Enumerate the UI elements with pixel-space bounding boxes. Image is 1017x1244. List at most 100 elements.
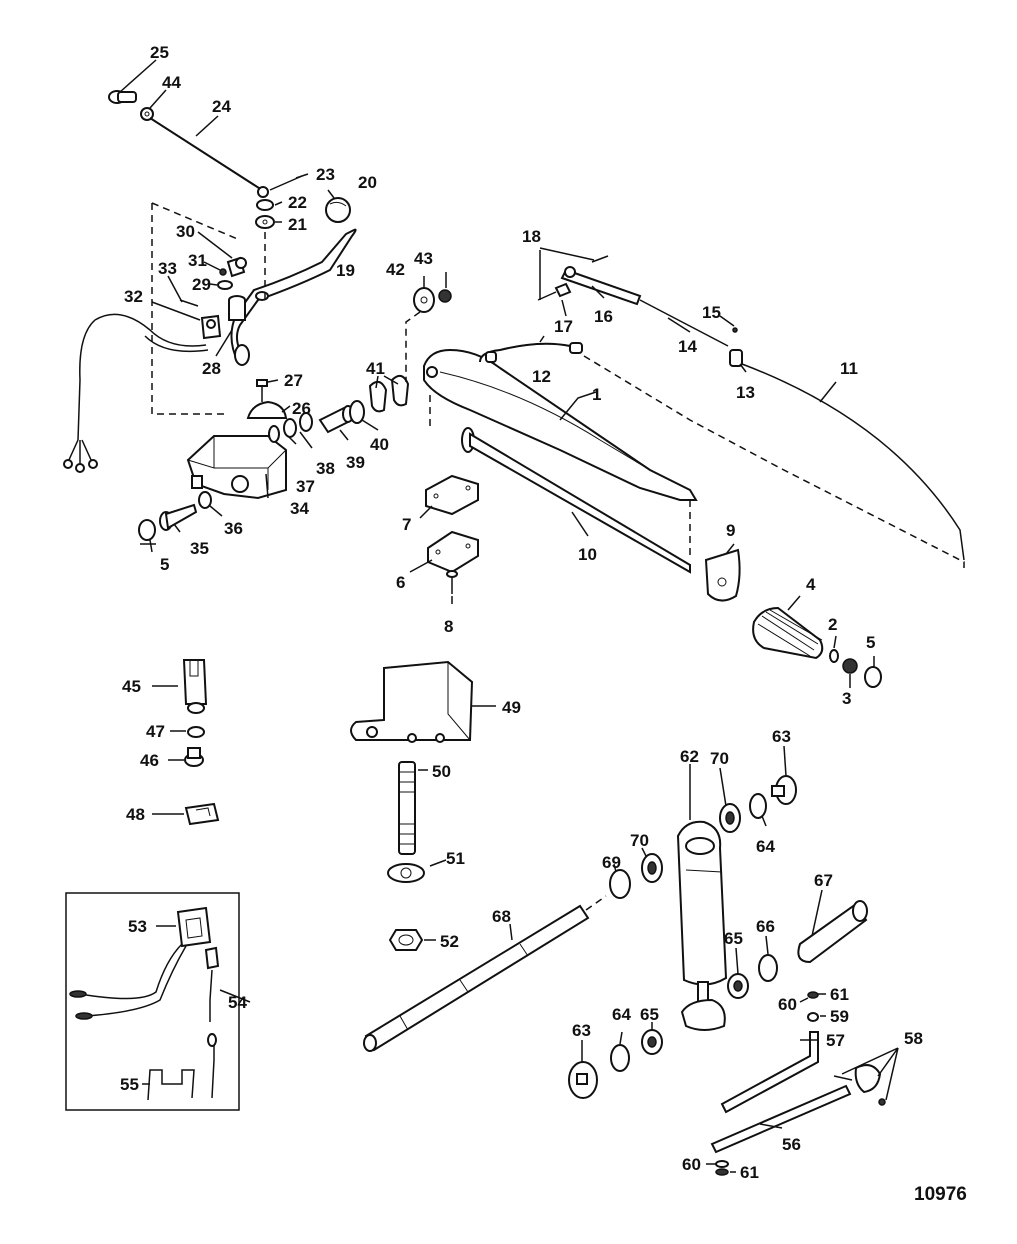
part-63-pin-upper bbox=[771, 775, 797, 805]
callout-42: 42 bbox=[386, 260, 405, 279]
part-1-tiller-handle bbox=[423, 348, 698, 501]
part-33-screw bbox=[179, 299, 199, 307]
callout-23: 23 bbox=[316, 165, 335, 184]
part-32-stop-switch bbox=[200, 314, 222, 340]
callout-labels: 25 44 24 23 20 22 21 30 31 29 33 32 19 2… bbox=[120, 43, 967, 1205]
callout-70-left: 70 bbox=[630, 831, 649, 850]
dashed-line-42 bbox=[405, 311, 421, 382]
callout-2: 2 bbox=[828, 615, 837, 634]
part-39-sleeve bbox=[318, 405, 354, 434]
part-15-pin bbox=[732, 327, 738, 333]
callout-5-right: 5 bbox=[866, 633, 875, 652]
callout-43: 43 bbox=[414, 249, 433, 268]
callout-32: 32 bbox=[124, 287, 143, 306]
part-52-nut bbox=[388, 929, 424, 951]
callout-65-upper: 65 bbox=[724, 929, 743, 948]
callout-51: 51 bbox=[446, 849, 465, 868]
part-53-switch bbox=[176, 906, 212, 948]
callout-46: 46 bbox=[140, 751, 159, 770]
callout-63-lower: 63 bbox=[572, 1021, 591, 1040]
callout-24: 24 bbox=[212, 97, 231, 116]
callout-3: 3 bbox=[842, 689, 851, 708]
part-42-washer bbox=[413, 287, 435, 313]
callout-38: 38 bbox=[316, 459, 335, 478]
part-35-bolt bbox=[159, 503, 198, 531]
part-13-clamp bbox=[729, 349, 743, 367]
callout-68: 68 bbox=[492, 907, 511, 926]
part-59-washer bbox=[807, 1012, 819, 1022]
callout-12: 12 bbox=[532, 367, 551, 386]
part-2-washer bbox=[829, 649, 839, 663]
part-61-retainer-lower bbox=[715, 1168, 729, 1176]
callout-61-lower: 61 bbox=[740, 1163, 759, 1182]
part-28-bushing bbox=[228, 295, 246, 321]
callout-29: 29 bbox=[192, 275, 211, 294]
part-34-bracket bbox=[186, 435, 287, 500]
part-37-washer bbox=[268, 425, 280, 443]
part-57-rod bbox=[720, 1031, 819, 1114]
part-18-screws bbox=[537, 255, 609, 301]
callout-45: 45 bbox=[122, 677, 141, 696]
part-9-guard bbox=[704, 548, 741, 602]
part-3-nut bbox=[842, 658, 858, 674]
part-70-bushing-right bbox=[719, 803, 741, 833]
callout-64-lower: 64 bbox=[612, 1005, 631, 1024]
callout-44: 44 bbox=[162, 73, 181, 92]
part-6-plate bbox=[427, 530, 479, 574]
part-14-inner-cable bbox=[639, 299, 729, 347]
callout-59: 59 bbox=[830, 1007, 849, 1026]
callout-6: 6 bbox=[396, 573, 405, 592]
part-26-cover bbox=[246, 400, 288, 419]
part-67-pin bbox=[797, 900, 868, 964]
part-64-washer-upper bbox=[749, 793, 767, 819]
part-68-shaft bbox=[363, 904, 590, 1052]
part-40-washer bbox=[349, 400, 365, 424]
callout-19: 19 bbox=[336, 261, 355, 280]
part-4-grip bbox=[752, 606, 824, 660]
callout-1: 1 bbox=[592, 385, 601, 404]
part-55-clip bbox=[147, 1069, 195, 1101]
part-19-lever bbox=[230, 228, 357, 366]
callout-7: 7 bbox=[402, 515, 411, 534]
callout-28: 28 bbox=[202, 359, 221, 378]
callout-9: 9 bbox=[726, 521, 735, 540]
part-22-washer bbox=[256, 199, 274, 211]
part-31-pin bbox=[219, 268, 227, 276]
figure-number: 10976 bbox=[914, 1184, 967, 1205]
part-46-screw bbox=[184, 747, 204, 767]
part-43-nut bbox=[438, 289, 452, 303]
part-48-clip bbox=[184, 802, 220, 826]
callout-52: 52 bbox=[440, 932, 459, 951]
part-69-washer bbox=[609, 869, 631, 899]
leader-lines bbox=[119, 59, 899, 1173]
callout-67: 67 bbox=[814, 871, 833, 890]
part-27-screw bbox=[256, 379, 268, 402]
part-5-cap-left bbox=[138, 519, 156, 541]
part-50-stud bbox=[398, 761, 416, 855]
callout-50: 50 bbox=[432, 762, 451, 781]
part-24-rod bbox=[149, 117, 269, 198]
part-65-bushing-lower bbox=[641, 1029, 663, 1055]
part-45-bracket bbox=[182, 659, 208, 714]
part-5-cap-right bbox=[864, 666, 882, 688]
part-10-shaft bbox=[461, 427, 691, 574]
part-25-clip bbox=[108, 90, 137, 104]
callout-56: 56 bbox=[782, 1135, 801, 1154]
dashed-line-cable bbox=[583, 355, 965, 568]
part-12-hose bbox=[479, 342, 583, 363]
callout-61-upper: 61 bbox=[830, 985, 849, 1004]
callout-65-lower: 65 bbox=[640, 1005, 659, 1024]
callout-47: 47 bbox=[146, 722, 165, 741]
callout-60-lower: 60 bbox=[682, 1155, 701, 1174]
callout-15: 15 bbox=[702, 303, 721, 322]
callout-39: 39 bbox=[346, 453, 365, 472]
callout-34: 34 bbox=[290, 499, 309, 518]
callout-48: 48 bbox=[126, 805, 145, 824]
stop-switch-harness bbox=[63, 313, 209, 473]
part-61-retainer-upper bbox=[807, 991, 819, 999]
callout-26: 26 bbox=[292, 399, 311, 418]
callout-37: 37 bbox=[296, 477, 315, 496]
callout-31: 31 bbox=[188, 251, 207, 270]
callout-16: 16 bbox=[594, 307, 613, 326]
